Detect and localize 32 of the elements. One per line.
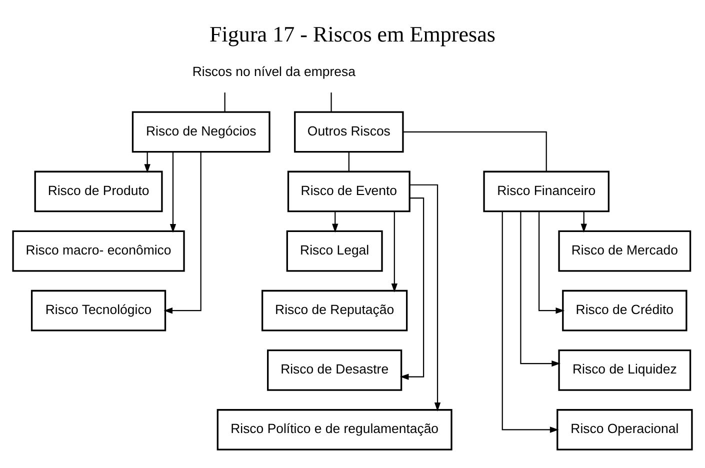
arrow xyxy=(144,152,150,173)
node-box: Risco Legal xyxy=(286,230,383,272)
node-box: Risco Financeiro xyxy=(483,170,610,212)
arrow xyxy=(332,211,338,232)
connector xyxy=(224,92,226,112)
connector xyxy=(348,152,350,171)
arrow xyxy=(580,211,587,232)
arrow xyxy=(164,152,202,314)
arrow xyxy=(538,211,565,314)
node-box: Risco de Evento xyxy=(287,170,410,212)
node-box: Risco de Reputação xyxy=(262,289,408,331)
diagram-title: Figura 17 - Riscos em Empresas xyxy=(210,20,496,46)
arrow xyxy=(391,211,398,292)
node-box: Risco Político e de regulamentação xyxy=(216,408,452,450)
node-box: Outros Riscos xyxy=(294,110,404,152)
connector xyxy=(330,92,332,112)
node-box: Risco de Negócios xyxy=(132,110,270,152)
arrow xyxy=(170,152,176,232)
node-box: Risco Tecnológico xyxy=(30,289,166,331)
node-box: Risco de Mercado xyxy=(558,230,692,272)
connector xyxy=(403,130,547,171)
arrow xyxy=(400,197,424,380)
node-box: Risco macro- econômico xyxy=(12,230,185,272)
node-box: Risco de Desastre xyxy=(267,348,402,390)
node-box: Risco Operacional xyxy=(556,408,693,450)
node-box: Risco de Crédito xyxy=(562,289,688,331)
arrow xyxy=(520,211,560,366)
arrow xyxy=(502,210,559,432)
node-box: Risco de Produto xyxy=(34,170,163,212)
node-box: Risco de Liquidez xyxy=(558,348,692,390)
arrow xyxy=(410,184,441,411)
node-text: Riscos no nível da empresa xyxy=(192,63,356,78)
